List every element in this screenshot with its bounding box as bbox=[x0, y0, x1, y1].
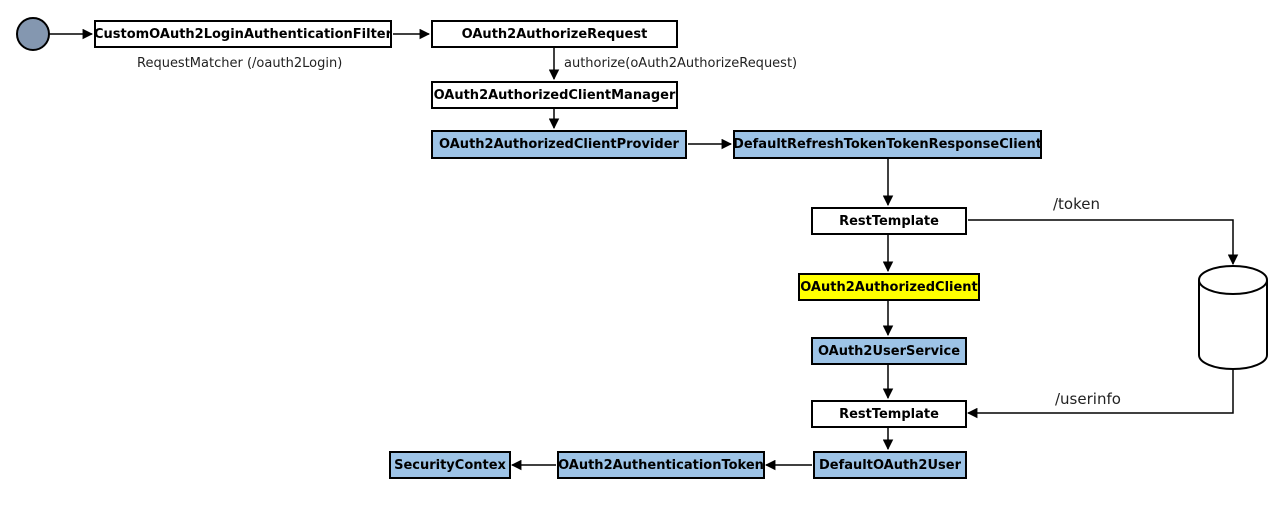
arrow-database-to-rest-template-userinfo bbox=[966, 370, 1234, 419]
database-icon bbox=[1198, 265, 1268, 370]
authorize-request-node: OAuth2AuthorizeRequest bbox=[431, 20, 678, 48]
userinfo-endpoint-label: /userinfo bbox=[1055, 390, 1121, 408]
client-provider-node: OAuth2AuthorizedClientProvider bbox=[431, 130, 687, 159]
rest-template-userinfo-node: RestTemplate bbox=[811, 400, 967, 428]
start-node-icon bbox=[16, 17, 50, 51]
rest-template-token-node: RestTemplate bbox=[811, 207, 967, 235]
authorized-client-node: OAuth2AuthorizedClient bbox=[798, 273, 980, 301]
client-manager-node: OAuth2AuthorizedClientManager bbox=[431, 81, 678, 109]
filter-node: CustomOAuth2LoginAuthenticationFilter bbox=[94, 20, 392, 48]
authentication-token-node: OAuth2AuthenticationToken bbox=[557, 451, 765, 479]
token-response-client-node: DefaultRefreshTokenTokenResponseClient bbox=[733, 130, 1042, 159]
authorize-call-label: authorize(oAuth2AuthorizeRequest) bbox=[564, 56, 798, 71]
token-endpoint-label: /token bbox=[1053, 195, 1100, 213]
security-context-node: SecurityContex bbox=[389, 451, 511, 479]
request-matcher-label: RequestMatcher (/oauth2Login) bbox=[137, 56, 343, 71]
user-service-node: OAuth2UserService bbox=[811, 337, 967, 365]
arrow-rest-template-to-token-endpoint bbox=[968, 219, 1239, 266]
default-user-node: DefaultOAuth2User bbox=[813, 451, 967, 479]
